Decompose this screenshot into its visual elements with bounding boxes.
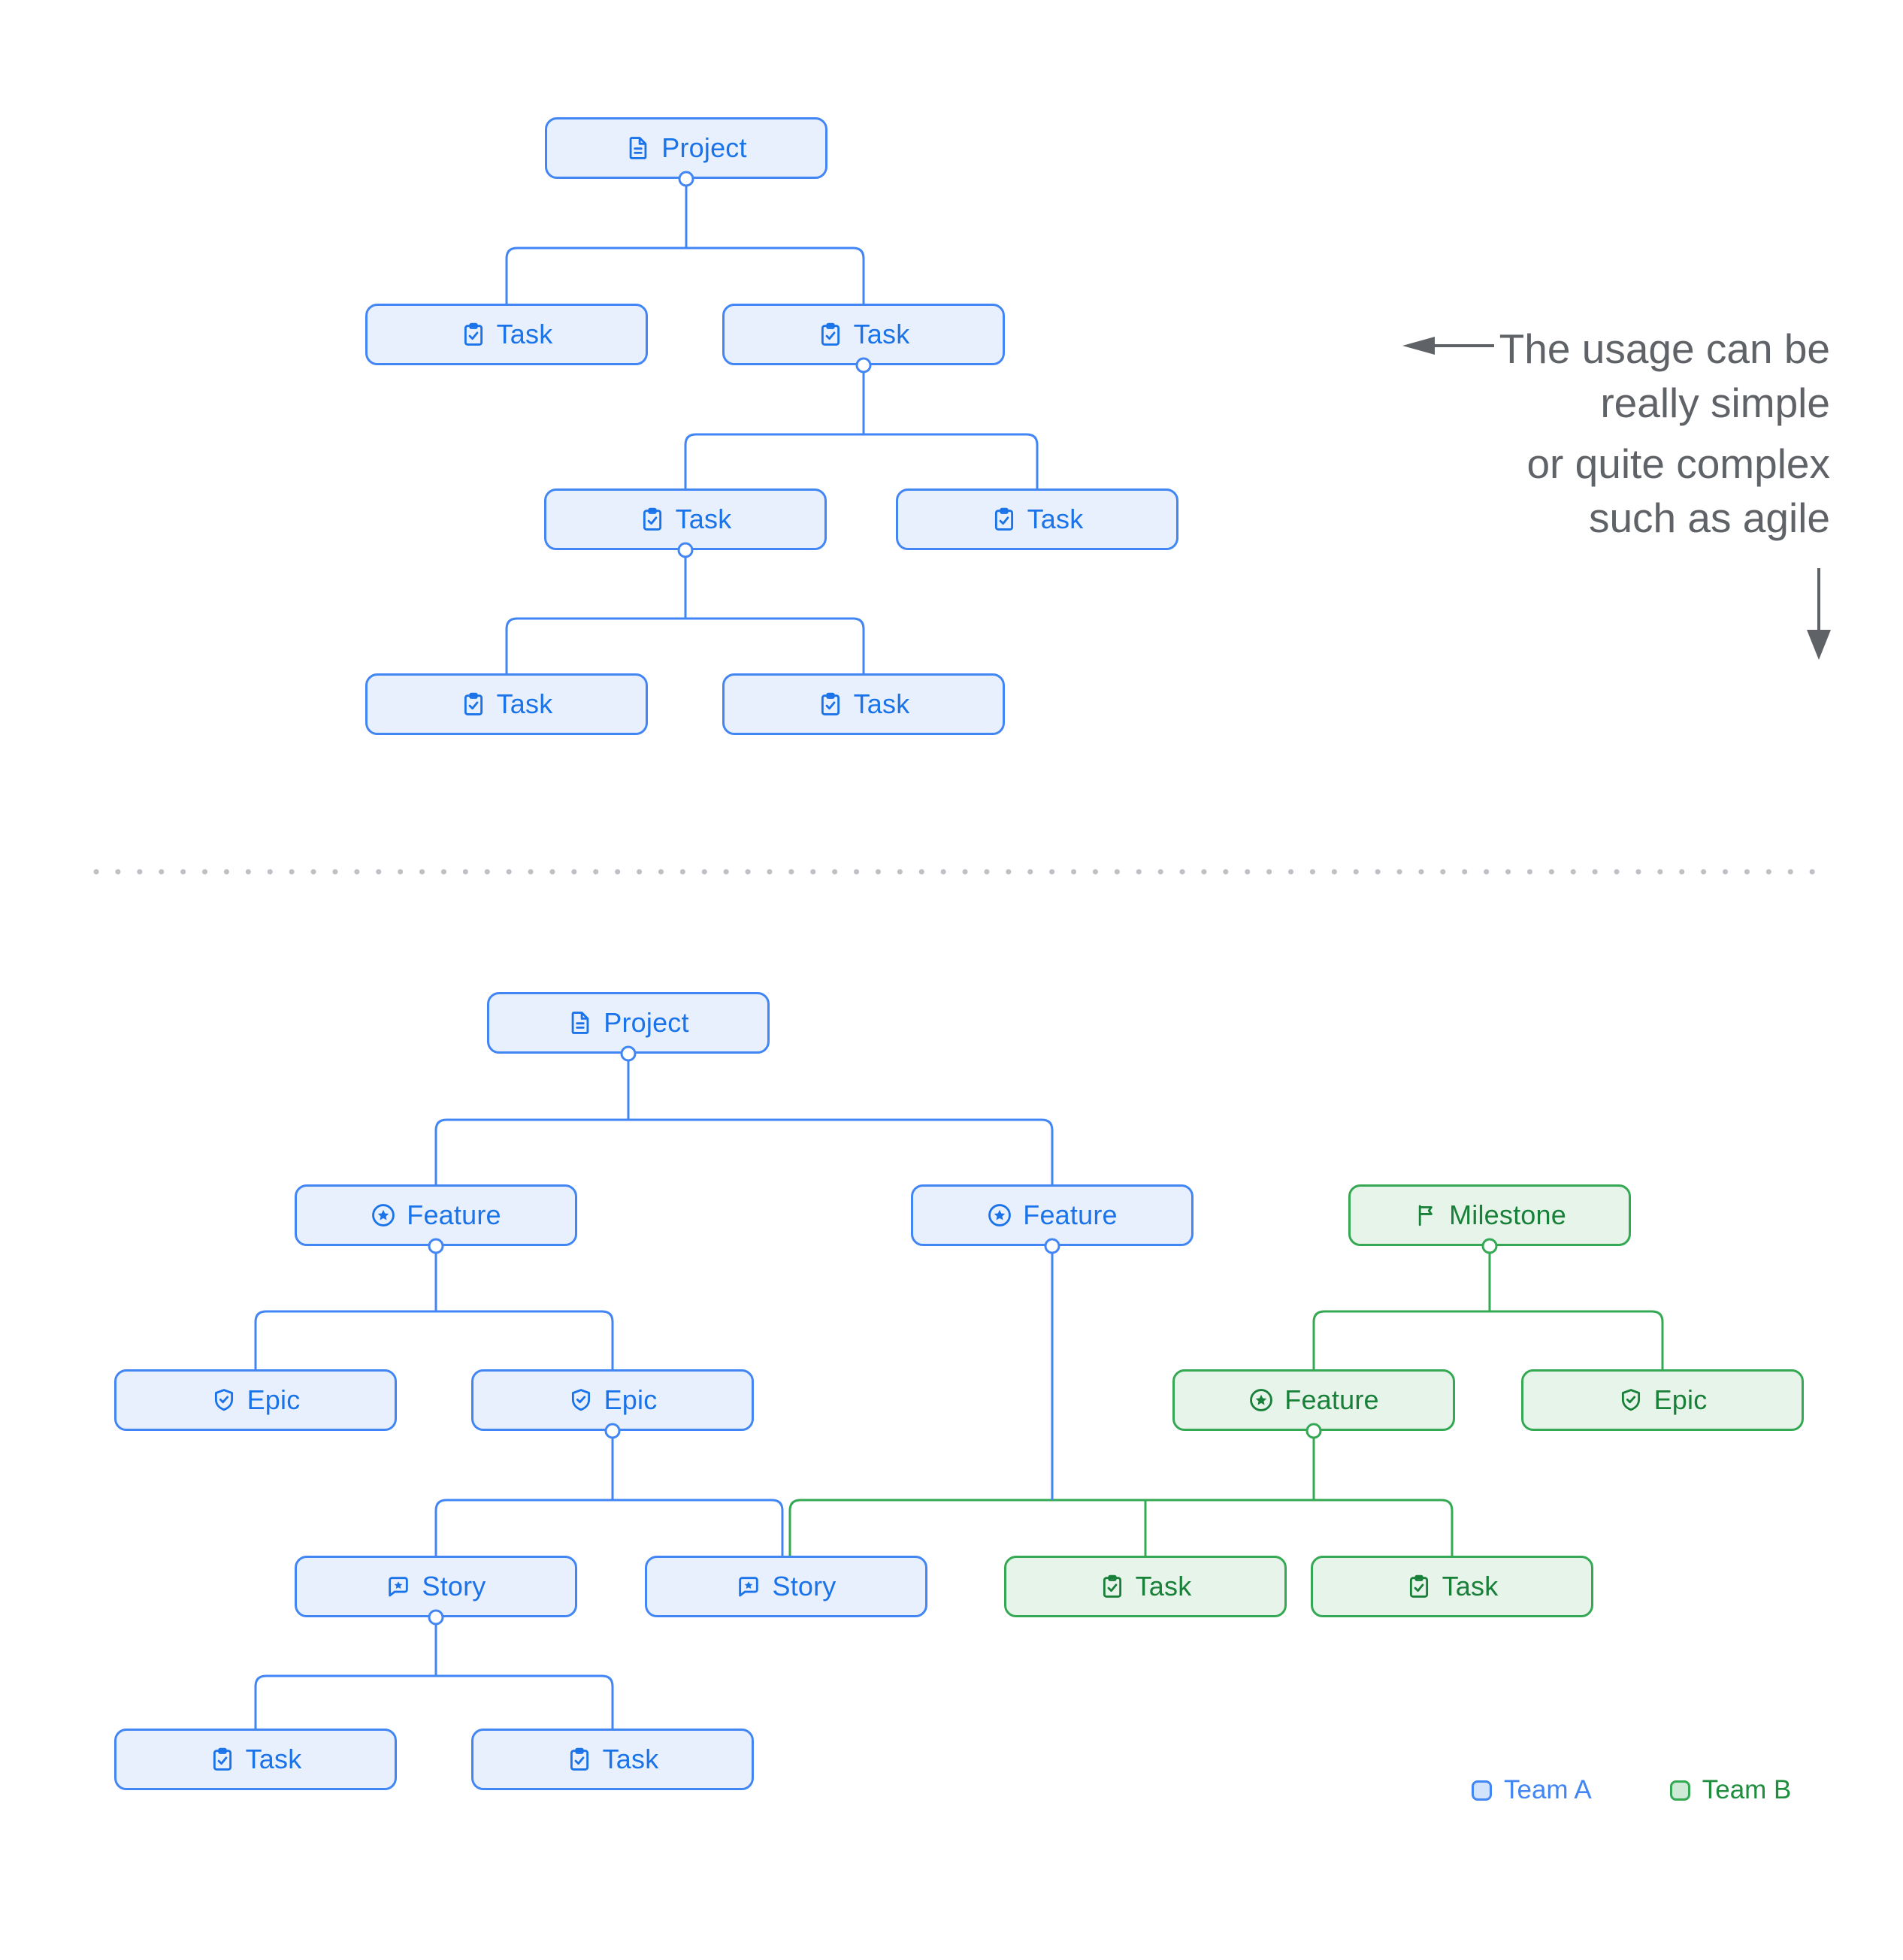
annotation-line-4: such as agile (1588, 495, 1830, 541)
team-a-swatch-icon (1472, 1780, 1492, 1801)
epic-icon (1618, 1387, 1644, 1413)
task-icon (1100, 1574, 1125, 1599)
node-label: Task (602, 1744, 659, 1774)
feature-icon (371, 1202, 396, 1228)
node-featureG: Feature (1172, 1369, 1455, 1431)
connector (788, 1499, 1454, 1556)
node-label: Task (1442, 1571, 1499, 1602)
task-icon (991, 507, 1017, 532)
node-label: Task (496, 688, 553, 719)
node-story2: Story (645, 1556, 927, 1617)
node-label: Project (661, 132, 747, 163)
node-taskB2: Task (471, 1729, 754, 1790)
team-b-swatch-icon (1669, 1780, 1690, 1801)
node-label: Task (853, 319, 910, 349)
node-label: Task (675, 504, 732, 534)
node-label: Feature (407, 1199, 501, 1230)
node-taskB1: Task (114, 1729, 397, 1790)
document-icon (625, 135, 651, 161)
feature-icon (1248, 1387, 1274, 1413)
task-icon (818, 322, 843, 347)
node-taskG1: Task (1004, 1556, 1287, 1617)
left-arrow-icon (1402, 337, 1494, 355)
annotation-line-3: or quite complex (1526, 440, 1830, 487)
down-arrow-icon (1807, 568, 1831, 660)
node-feature2: Feature (911, 1184, 1194, 1246)
node-project1: Project (545, 117, 827, 179)
connector (505, 617, 865, 673)
node-task_a: Task (365, 304, 648, 365)
node-epic2: Epic (471, 1369, 754, 1431)
node-label: Task (1135, 1571, 1192, 1602)
connector (254, 1674, 614, 1729)
connector (1312, 1310, 1664, 1369)
node-task_d: Task (896, 488, 1178, 550)
node-taskG2: Task (1311, 1556, 1593, 1617)
node-task_e: Task (365, 673, 648, 735)
task-icon (461, 691, 486, 717)
task-icon (640, 507, 665, 532)
connector (434, 1499, 784, 1556)
node-label: Story (422, 1571, 486, 1602)
node-project2: Project (487, 992, 770, 1054)
connector (684, 433, 1039, 488)
node-epic1: Epic (114, 1369, 397, 1431)
legend-item-team-a: Team A (1472, 1775, 1592, 1805)
node-label: Feature (1284, 1384, 1379, 1415)
feature-icon (987, 1202, 1012, 1228)
node-label: Task (245, 1744, 302, 1774)
task-icon (818, 691, 843, 717)
node-story1: Story (295, 1556, 577, 1617)
legend-label-team-b: Team B (1702, 1775, 1792, 1804)
node-label: Story (772, 1571, 837, 1602)
node-label: Task (496, 319, 553, 349)
annotation-line-2: really simple (1600, 380, 1830, 426)
task-icon (567, 1747, 592, 1772)
node-task_c: Task (544, 488, 827, 550)
connector (434, 1118, 1054, 1184)
connector (254, 1310, 614, 1369)
connector (505, 247, 865, 304)
node-label: Epic (1653, 1384, 1708, 1415)
legend-label-team-a: Team A (1504, 1775, 1592, 1804)
node-task_b: Task (722, 304, 1005, 365)
task-icon (1406, 1574, 1432, 1599)
node-label: Epic (604, 1384, 658, 1415)
node-label: Project (604, 1007, 689, 1038)
node-milestone: Milestone (1348, 1184, 1631, 1246)
node-feature1: Feature (295, 1184, 577, 1246)
milestone-icon (1413, 1202, 1439, 1228)
task-icon (461, 322, 486, 347)
story-icon (736, 1574, 761, 1599)
node-label: Task (1027, 504, 1084, 534)
node-label: Epic (247, 1384, 301, 1415)
node-task_f: Task (722, 673, 1005, 735)
node-label: Feature (1023, 1199, 1118, 1230)
story-icon (386, 1574, 411, 1599)
node-label: Milestone (1449, 1199, 1566, 1230)
legend: Team A Team B (1472, 1775, 1791, 1805)
epic-icon (568, 1387, 594, 1413)
epic-icon (211, 1387, 237, 1413)
document-icon (567, 1010, 593, 1036)
legend-item-team-b: Team B (1669, 1775, 1792, 1805)
node-epicG: Epic (1521, 1369, 1804, 1431)
node-label: Task (853, 688, 910, 719)
annotation-line-1: The usage can be (1499, 325, 1830, 372)
task-icon (210, 1747, 235, 1772)
